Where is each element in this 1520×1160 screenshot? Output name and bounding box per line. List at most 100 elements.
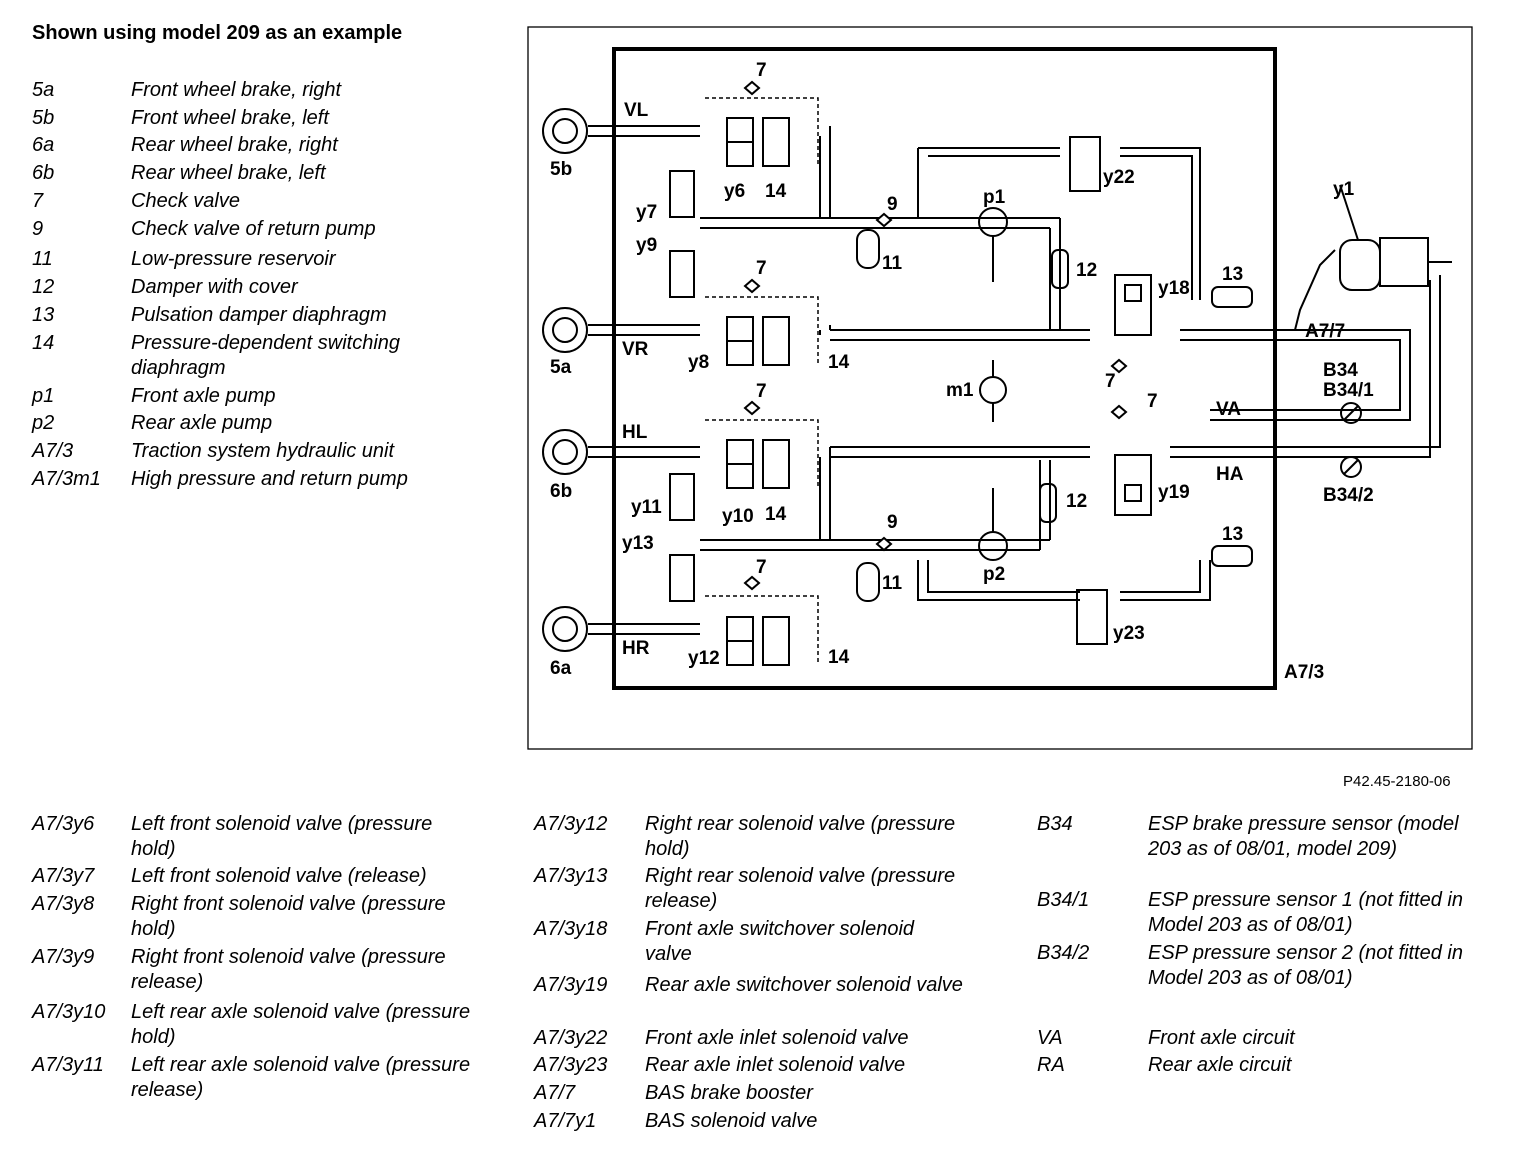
legend-code: 13 [32, 304, 55, 326]
legend-code: A7/3y7 [32, 865, 95, 887]
label-y10: y10 [722, 506, 754, 527]
legend-description: Pulsation damper diaphragm [131, 304, 387, 326]
label-y8: y8 [688, 352, 709, 373]
pulsation-damper-13-lower [1211, 545, 1253, 567]
label-p1: p1 [983, 187, 1006, 208]
valve-y18 [1114, 274, 1152, 336]
legend-description: Left front solenoid valve (release) [131, 865, 427, 887]
label-7-a: 7 [756, 60, 767, 81]
check-valve-7-y18 [1110, 358, 1128, 374]
label-b34-1: B34/1 [1323, 380, 1374, 401]
legend-description: Rear wheel brake, left [131, 162, 326, 184]
label-a7-7: A7/7 [1305, 321, 1345, 342]
label-y18: y18 [1158, 278, 1190, 299]
legend-description: Traction system hydraulic unit [131, 440, 395, 462]
pilot-lines [705, 97, 819, 665]
label-5a: 5a [550, 357, 572, 378]
valve-y23 [1076, 589, 1108, 645]
label-9-upper: 9 [887, 194, 898, 215]
valve-y22 [1069, 136, 1101, 192]
check-valve-7-c [743, 400, 761, 416]
legend-description: Damper with cover [131, 276, 298, 298]
label-7-f: 7 [1147, 391, 1158, 412]
label-y11: y11 [631, 497, 662, 518]
legend-description: Rear wheel brake, right [131, 134, 338, 156]
check-valve-9-upper [875, 212, 893, 228]
label-y22: y22 [1103, 167, 1135, 188]
label-va: VA [1216, 399, 1241, 420]
label-14-d: 14 [828, 647, 850, 668]
legend-description: Rear axle switchover solenoid valve [645, 974, 963, 996]
page-title: Shown using model 209 as an example [32, 22, 403, 44]
legend-description: Front axle pump [131, 385, 276, 407]
legend-description: BAS solenoid valve [645, 1110, 818, 1132]
motor-m1 [979, 360, 1007, 422]
legend-code: A7/3y6 [32, 813, 95, 835]
hydraulic-unit-box [612, 47, 1277, 690]
brake-lines [588, 125, 1441, 635]
label-y7: y7 [636, 202, 657, 223]
legend-code: A7/3y23 [534, 1054, 608, 1076]
label-a7-3: A7/3 [1284, 662, 1324, 683]
brake-disc-6b [542, 429, 588, 475]
legend-description: Front axle switchover solenoid valve [645, 918, 915, 965]
brake-disc-5a [542, 307, 588, 353]
diagram-frame [527, 26, 1473, 750]
diaphragm-14-y8 [762, 316, 790, 366]
diagram-labels: 5b 5a 6b 6a VL VR HL HR VA HA y6 y7 y8 y… [550, 60, 1374, 683]
diaphragm-14-y10 [762, 439, 790, 489]
legend-code: 12 [32, 276, 55, 298]
legend-description: BAS brake booster [645, 1082, 813, 1104]
legend-code: 9 [32, 218, 44, 240]
valve-y12 [726, 616, 754, 666]
label-y19: y19 [1158, 482, 1190, 503]
legend-code: A7/3y18 [534, 918, 608, 940]
label-12-lower: 12 [1066, 491, 1087, 512]
legend-code: A7/3y12 [534, 813, 608, 835]
legend-description: Check valve [131, 190, 240, 212]
legend-code: A7/3y13 [534, 865, 608, 887]
legend-description: Front wheel brake, right [131, 79, 342, 101]
legend-code: 5a [32, 79, 55, 101]
label-13-upper: 13 [1222, 264, 1243, 285]
legend-description: Front axle inlet solenoid valve [645, 1027, 909, 1049]
legend-code: 14 [32, 332, 55, 354]
legend-description: Pressure-dependent switching diaphragm [131, 332, 401, 379]
legend-description: Right front solenoid valve (pressure hol… [131, 893, 446, 940]
legend-description: ESP pressure sensor 1 (not fitted in Mod… [1148, 889, 1463, 936]
legend-description: High pressure and return pump [131, 468, 408, 490]
label-y6: y6 [724, 181, 745, 202]
legend-description: Left rear axle solenoid valve (pressure … [131, 1054, 471, 1101]
label-hl: HL [622, 422, 648, 443]
label-14-c: 14 [765, 504, 787, 525]
label-9-lower: 9 [887, 512, 898, 533]
pressure-sensor-b34-2 [1340, 456, 1362, 478]
reservoir-11-lower [856, 562, 880, 602]
legend-code: 6b [32, 162, 55, 184]
legend-code: B34 [1037, 813, 1073, 835]
pump-p2 [978, 488, 1008, 561]
label-12-upper: 12 [1076, 260, 1097, 281]
label-7-d: 7 [756, 557, 767, 578]
valve-y19 [1114, 454, 1152, 516]
legend-description: ESP pressure sensor 2 (not fitted in Mod… [1148, 942, 1463, 989]
valve-y6 [726, 117, 754, 167]
legend-code: B34/2 [1037, 942, 1090, 964]
pressure-sensor-b34 [1340, 402, 1362, 424]
legend-code: p1 [32, 385, 55, 407]
legend-code: RA [1037, 1054, 1065, 1076]
legend-code: A7/3y19 [534, 974, 608, 996]
label-14-b: 14 [828, 352, 850, 373]
legend-code: A7/3y11 [32, 1054, 104, 1076]
brake-disc-5b [542, 108, 588, 154]
legend-code: A7/7y1 [534, 1110, 597, 1132]
bas-booster-a7-7 [1294, 184, 1452, 331]
legend-code: A7/3m1 [32, 468, 101, 490]
check-valve-7-y19 [1110, 404, 1128, 420]
legend-code: A7/3 [32, 440, 74, 462]
damper-12-upper [1051, 249, 1069, 289]
label-11-lower: 11 [882, 573, 903, 594]
label-11-upper: 11 [882, 253, 903, 274]
legend-description: Left rear axle solenoid valve (pressure … [131, 1001, 471, 1048]
